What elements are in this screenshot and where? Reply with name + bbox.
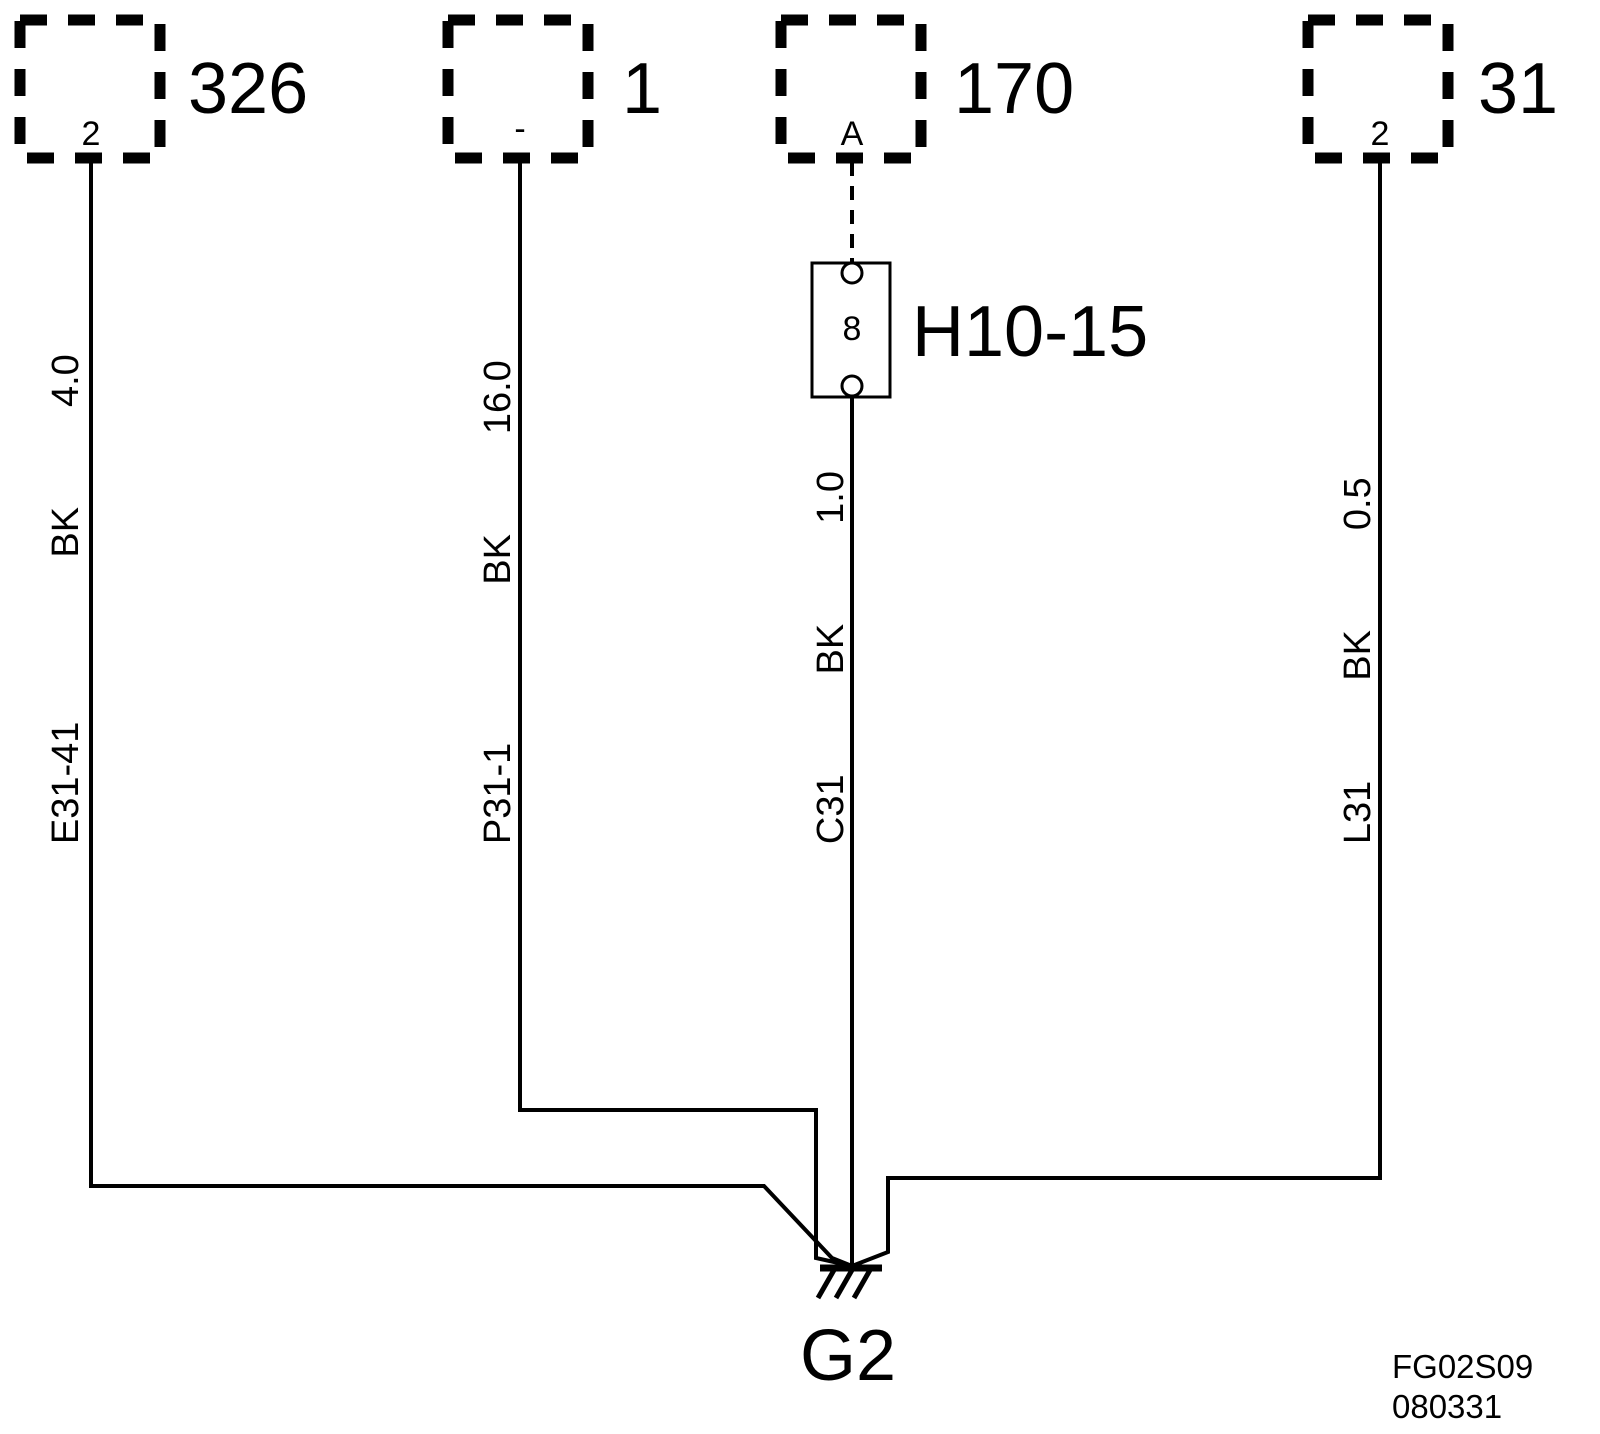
terminal-circle-icon <box>840 374 864 398</box>
wire-color: BK <box>810 624 852 675</box>
wire-label-l31: L31 BK 0.5 <box>1337 425 1379 918</box>
splice-pin-label: 8 <box>843 310 862 348</box>
wire-id: E31-41 <box>45 722 87 845</box>
pin-label-1: - <box>514 110 525 148</box>
wire-id: P31-1 <box>477 743 519 844</box>
wires <box>89 162 1382 1268</box>
component-box-1 <box>442 14 594 164</box>
component-31: 31 2 <box>1302 14 1558 164</box>
component-170: 170 A <box>775 14 1074 164</box>
wire-label-p31-1: P31-1 BK 16.0 <box>477 307 519 918</box>
wire-e31-41 <box>89 162 853 1268</box>
pin-label-326: 2 <box>82 115 101 153</box>
terminal-circle-icon <box>840 261 864 285</box>
wire-label-e31-41: E31-41 BK 4.0 <box>45 301 87 918</box>
component-326: 326 2 <box>14 14 308 164</box>
component-1: 1 - <box>442 14 662 164</box>
wire-p31-1 <box>518 162 853 1268</box>
ground-g2: G2 <box>800 1264 896 1396</box>
component-number-170: 170 <box>954 49 1074 129</box>
component-box-31 <box>1302 14 1454 164</box>
component-number-1: 1 <box>622 49 662 129</box>
wire-size: 1.0 <box>810 471 852 524</box>
component-box-326 <box>14 14 166 164</box>
wire-id: L31 <box>1337 781 1379 844</box>
component-number-326: 326 <box>188 49 308 129</box>
wire-labels: E31-41 BK 4.0 P31-1 BK 16.0 C31 BK 1.0 L… <box>45 301 1379 918</box>
wire-l31 <box>851 162 1382 1268</box>
figure-code-text: FG02S09 <box>1392 1348 1533 1385</box>
wire-label-c31: C31 BK 1.0 <box>810 418 852 918</box>
figure-date-text: 080331 <box>1392 1388 1502 1425</box>
ground-name: G2 <box>800 1316 896 1396</box>
component-box-170 <box>775 14 927 164</box>
wire-size: 4.0 <box>45 354 87 407</box>
ground-symbol-icon <box>815 1264 882 1300</box>
pin-label-31: 2 <box>1371 115 1390 153</box>
wire-size: 16.0 <box>477 360 519 434</box>
wire-color: BK <box>477 534 519 585</box>
pin-label-170: A <box>841 115 864 153</box>
component-number-31: 31 <box>1478 49 1558 129</box>
wire-color: BK <box>1337 630 1379 681</box>
splice-h10-15: 8 H10-15 <box>810 162 1148 399</box>
splice-name: H10-15 <box>912 292 1148 372</box>
wire-size: 0.5 <box>1337 477 1379 530</box>
wire-id: C31 <box>810 774 852 844</box>
figure-code: FG02S09 080331 <box>1392 1348 1533 1425</box>
wire-color: BK <box>45 507 87 558</box>
